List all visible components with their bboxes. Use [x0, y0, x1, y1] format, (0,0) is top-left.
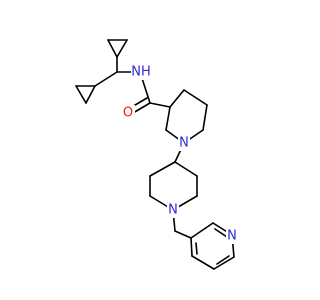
piperidine-2-nitrogen-label: N [168, 203, 178, 218]
atom-label-pip2-n: N [167, 202, 179, 218]
bond [107, 39, 118, 58]
bond [191, 255, 215, 270]
atom-label-nh: NH [131, 64, 151, 80]
piperidine-1-nitrogen-label: N [179, 136, 189, 151]
bond [165, 106, 171, 131]
bond [190, 237, 193, 257]
bond [85, 85, 96, 104]
atom-label-pip1-n: N [178, 135, 190, 151]
bond [132, 102, 151, 114]
bond [116, 39, 128, 58]
bond [174, 230, 192, 239]
bond [169, 89, 185, 108]
pyridine-nitrogen-label: N [227, 229, 237, 244]
bond [195, 242, 198, 255]
bond [216, 255, 230, 265]
bond [174, 161, 198, 177]
bond [75, 85, 87, 104]
bond [149, 161, 176, 177]
bond [94, 71, 118, 87]
atom-label-pyridine-n: N [226, 228, 238, 244]
atom-label-o: O [122, 105, 135, 121]
amide-oxygen-label: O [123, 106, 133, 121]
molecule-structure: NH O N N N [75, 39, 238, 270]
amide-nh-label: NH [131, 65, 151, 80]
bond [214, 228, 228, 238]
bond [202, 104, 208, 131]
bond [149, 102, 171, 108]
bond [190, 222, 214, 239]
bond [213, 256, 235, 270]
bond-lines [75, 39, 235, 270]
bond [183, 89, 208, 106]
